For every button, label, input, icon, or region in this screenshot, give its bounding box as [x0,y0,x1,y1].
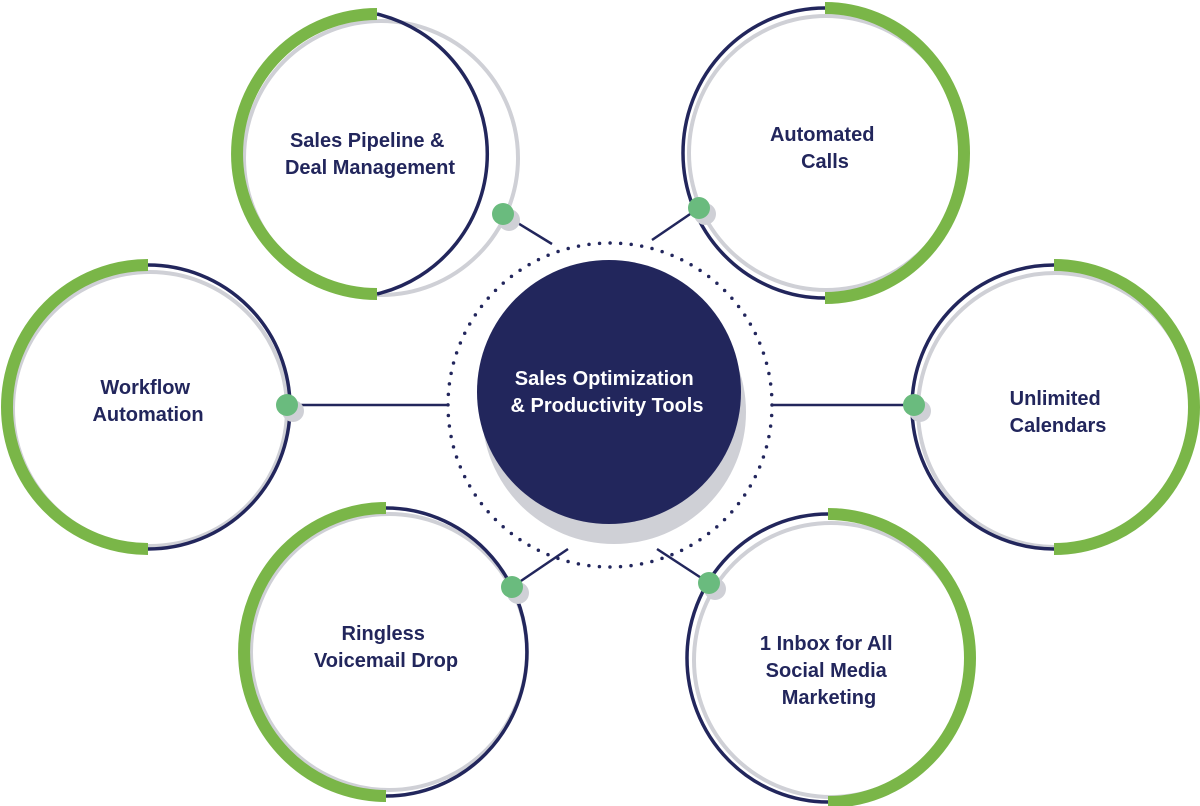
connector-dot [903,394,925,416]
node-green-arc [827,508,976,806]
hub-title-line-2: & Productivity Tools [511,395,704,417]
node-green-arc [231,8,378,300]
node-label-line-3: Marketing [782,687,876,709]
hub-circle [477,260,741,524]
node-label: Ringless Voicemail Drop [314,623,458,672]
hub: Sales Optimization & Productivity Tools [446,241,774,569]
node-unlimited-calendars: Unlimited Calendars [903,259,1200,555]
node-label-line-2: Voicemail Drop [314,650,458,672]
node-label-line-1: Ringless [342,623,425,645]
node-label-line-1: Automated [770,124,874,146]
connector-dot [492,203,514,225]
hub-dotted-ring [446,241,774,569]
node-label-line-2: Calendars [1010,415,1107,437]
connector-dot [688,197,710,219]
node-label: 1 Inbox for All Social Media Marketing [760,633,898,709]
node-green-arc [824,2,970,304]
node-label-line-2: Deal Management [285,157,455,179]
node-label-line-2: Social Media [766,660,888,682]
node-automated-calls: Automated Calls [681,2,970,304]
node-label-line-1: 1 Inbox for All [760,633,893,655]
hub-title: Sales Optimization & Productivity Tools [511,368,704,417]
node-sales-pipeline: Sales Pipeline & Deal Management [231,8,520,300]
node-workflow-automation: Workflow Automation [1,259,304,555]
node-green-arc [1,259,149,555]
node-label: Sales Pipeline & Deal Management [285,130,455,179]
node-navy-arc [681,6,826,300]
node-shadow [242,19,520,297]
node-label-line-2: Calls [801,151,849,173]
connector-dot [698,572,720,594]
hub-title-line-1: Sales Optimization [515,368,694,390]
node-navy-arc [685,512,829,804]
node-label-line-1: Unlimited [1010,388,1101,410]
node-green-arc [238,502,387,802]
node-label: Automated Calls [770,124,880,173]
node-one-inbox: 1 Inbox for All Social Media Marketing [685,508,976,806]
node-label-line-2: Automation [92,404,203,426]
node-label: Unlimited Calendars [1010,388,1107,437]
node-navy-arc [385,506,529,798]
node-ringless-voicemail: Ringless Voicemail Drop [238,502,529,802]
node-label-line-1: Workflow [100,377,190,399]
node-label-line-1: Sales Pipeline & [290,130,445,152]
node-green-arc [1053,259,1200,555]
connector-dot [501,576,523,598]
node-navy-arc [376,12,489,296]
connector-dot [276,394,298,416]
connector-ringless-voicemail [511,547,569,589]
node-label: Workflow Automation [92,377,203,426]
